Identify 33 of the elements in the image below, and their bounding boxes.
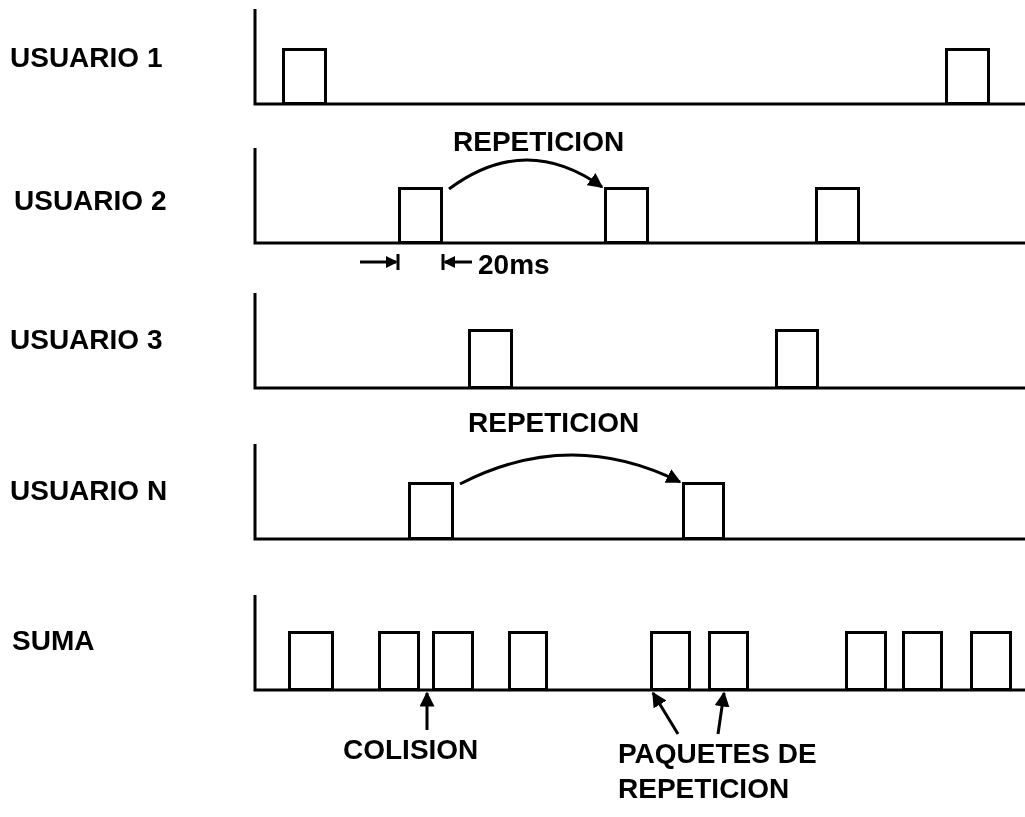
arrow: [459, 453, 682, 486]
packet-box: [604, 187, 649, 244]
packet-box: [378, 631, 420, 691]
packet-box: [282, 48, 327, 105]
packet-box: [902, 631, 943, 691]
packet-box: [708, 631, 749, 691]
row-label: SUMA: [12, 624, 95, 658]
row-label: USUARIO 2: [14, 184, 167, 218]
row-label: USUARIO N: [10, 474, 168, 508]
leader-line: [419, 691, 435, 730]
arrow: [448, 158, 604, 191]
edge-label: REPETICION: [453, 125, 625, 159]
callout-text: PAQUETES DE REPETICION: [618, 736, 878, 806]
packet-box: [468, 329, 513, 389]
packet-box: [650, 631, 691, 691]
packet-box: [398, 187, 443, 244]
packet-box: [408, 482, 454, 540]
packet-box: [845, 631, 887, 691]
packet-box: [508, 631, 548, 691]
packet-box: [970, 631, 1012, 691]
packet-box: [288, 631, 334, 691]
packet-box: [815, 187, 860, 244]
packet-box: [945, 48, 990, 105]
row-label: USUARIO 1: [10, 41, 163, 75]
row-label: USUARIO 3: [10, 323, 163, 357]
edge-label: REPETICION: [468, 406, 640, 440]
packet-box: [775, 329, 819, 389]
leader-line: [651, 691, 680, 735]
leader-line: [714, 691, 730, 735]
dimension-label: 20ms: [478, 248, 550, 282]
packet-box: [682, 482, 725, 540]
packet-box: [432, 631, 474, 691]
callout-text: COLISION: [343, 732, 479, 767]
